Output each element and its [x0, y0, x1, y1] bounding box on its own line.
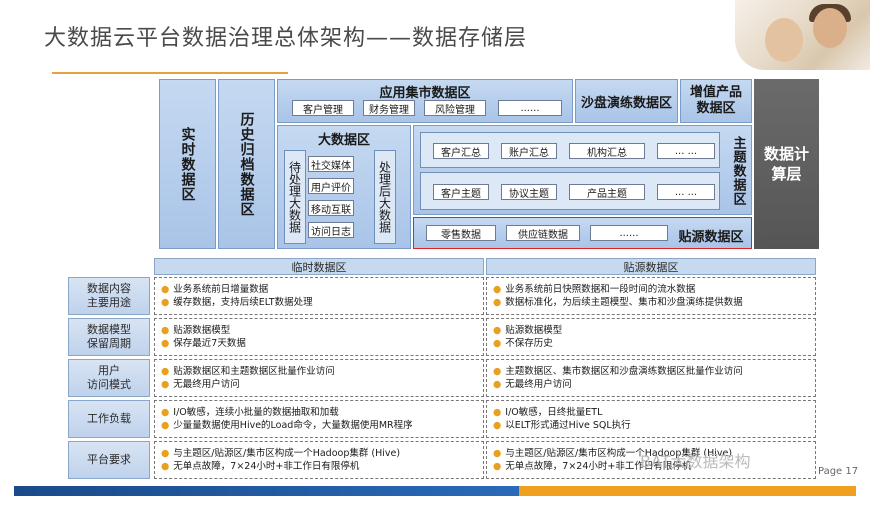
table-cell: ●I/O敏感，日终批量ETL ●以ELT形式通过Hive SQL执行 — [486, 400, 816, 438]
subject-zone-label: 主题数据区 — [730, 136, 746, 206]
subject-item: ... ... — [657, 143, 715, 159]
cell-line: 贴源数据模型 — [173, 325, 231, 336]
app-mart-item: ...... — [498, 100, 562, 116]
table-cell: ●主题数据区、集市数据区和沙盘演练数据区批量作业访问 ●无最终用户访问 — [486, 359, 816, 397]
app-mart-title: 应用集市数据区 — [379, 86, 471, 101]
app-mart-item: 风险管理 — [424, 100, 486, 116]
source-item: 零售数据 — [426, 225, 496, 241]
cell-line: 无单点故障，7×24小时+非工作日有限停机 — [505, 461, 692, 472]
cell-line: 与主题区/贴源区/集市区构成一个Hadoop集群 (Hive) — [505, 448, 733, 459]
table-cell: ●I/O敏感，连续小批量的数据抽取和加载 ●少量量数据使用Hive的Load命令… — [154, 400, 484, 438]
cell-line: I/O敏感，日终批量ETL — [505, 407, 603, 418]
bigdata-item: 移动互联 — [308, 200, 354, 216]
footer-bar — [14, 486, 856, 496]
subject-item: 机构汇总 — [569, 143, 645, 159]
title-underline — [52, 72, 288, 74]
table-cell: ●业务系统前日快照数据和一段时间的流水数据 ●数据标准化，为后续主题模型、集市和… — [486, 277, 816, 315]
col-header-source: 贴源数据区 — [486, 258, 816, 275]
compute-layer: 数据计算层 — [754, 79, 819, 249]
subject-item: 客户主题 — [433, 184, 489, 200]
page-number: Page 17 — [818, 466, 859, 477]
col-header-temp: 临时数据区 — [154, 258, 484, 275]
page-title: 大数据云平台数据治理总体架构——数据存储层 — [44, 26, 528, 51]
table-cell: ●与主题区/贴源区/集市区构成一个Hadoop集群 (Hive) ●无单点故障，… — [154, 441, 484, 479]
source-zone: 零售数据 供应链数据 ...... 贴源数据区 — [413, 217, 752, 249]
cell-line: 缓存数据，支持后续ELT数据处理 — [173, 297, 313, 308]
cell-line: 无最终用户访问 — [173, 379, 240, 390]
subject-zone: 客户汇总 账户汇总 机构汇总 ... ... 客户主题 协议主题 产品主题 ..… — [413, 125, 752, 215]
cell-line: 业务系统前日增量数据 — [173, 284, 269, 295]
table-cell: ●贴源数据区和主题数据区批量作业访问 ●无最终用户访问 — [154, 359, 484, 397]
cell-line: 数据标准化，为后续主题模型、集市和沙盘演练提供数据 — [505, 297, 743, 308]
table-cell: ●贴源数据模型 ●保存最近7天数据 — [154, 318, 484, 356]
subject-item: 产品主题 — [569, 184, 645, 200]
cell-line: 主题数据区、集市数据区和沙盘演练数据区批量作业访问 — [505, 366, 743, 377]
cell-line: 无单点故障，7×24小时+非工作日有限停机 — [173, 461, 360, 472]
subject-item: ... ... — [657, 184, 715, 200]
history-archive-zone: 历史归档数据区 — [218, 79, 275, 249]
cell-line: 不保存历史 — [505, 338, 553, 349]
header-photo — [735, 0, 870, 70]
table-cell: ●业务系统前日增量数据 ●缓存数据，支持后续ELT数据处理 — [154, 277, 484, 315]
bigdata-item: 用户评价 — [308, 178, 354, 194]
subject-item: 协议主题 — [501, 184, 557, 200]
app-mart-item: 财务管理 — [363, 100, 415, 116]
cell-line: 贴源数据模型 — [505, 325, 563, 336]
bigdata-item: 社交媒体 — [308, 156, 354, 172]
realtime-zone: 实时数据区 — [159, 79, 216, 249]
cell-line: 与主题区/贴源区/集市区构成一个Hadoop集群 (Hive) — [173, 448, 401, 459]
cell-line: I/O敏感，连续小批量的数据抽取和加载 — [173, 407, 339, 418]
cell-line: 保存最近7天数据 — [173, 338, 246, 349]
subject-theme-row: 客户主题 协议主题 产品主题 ... ... — [420, 172, 720, 210]
source-item: ...... — [590, 225, 668, 241]
cell-line: 无最终用户访问 — [505, 379, 572, 390]
row-label: 数据模型 保留周期 — [68, 318, 150, 356]
cell-line: 业务系统前日快照数据和一段时间的流水数据 — [505, 284, 696, 295]
row-label: 平台要求 — [68, 441, 150, 479]
bigdata-title: 大数据区 — [317, 133, 370, 148]
cell-line: 少量量数据使用Hive的Load命令，大量数据使用MR程序 — [173, 420, 413, 431]
pending-bigdata: 待处理大数据 — [284, 150, 306, 244]
watermark: BAT大数据架构 — [640, 452, 751, 471]
row-label: 用户 访问模式 — [68, 359, 150, 397]
row-label: 数据内容 主要用途 — [68, 277, 150, 315]
bigdata-zone: 大数据区 待处理大数据 社交媒体 用户评价 移动互联 访问日志 处理后大数据 — [277, 125, 411, 249]
value-added-zone: 增值产品数据区 — [680, 79, 752, 123]
subject-item: 客户汇总 — [433, 143, 489, 159]
row-label: 工作负载 — [68, 400, 150, 438]
sandbox-zone: 沙盘演练数据区 — [575, 79, 678, 123]
processed-bigdata: 处理后大数据 — [374, 150, 396, 244]
source-zone-label: 贴源数据区 — [678, 230, 744, 245]
cell-line: 贴源数据区和主题数据区批量作业访问 — [173, 366, 335, 377]
table-cell: ●贴源数据模型 ●不保存历史 — [486, 318, 816, 356]
subject-item: 账户汇总 — [501, 143, 557, 159]
subject-summary-row: 客户汇总 账户汇总 机构汇总 ... ... — [420, 132, 720, 168]
source-item: 供应链数据 — [506, 225, 580, 241]
table-cell: ●与主题区/贴源区/集市区构成一个Hadoop集群 (Hive) ●无单点故障，… — [486, 441, 816, 479]
cell-line: 以ELT形式通过Hive SQL执行 — [505, 420, 631, 431]
app-mart-item: 客户管理 — [292, 100, 354, 116]
app-mart-zone: 应用集市数据区 客户管理 财务管理 风险管理 ...... — [277, 79, 573, 123]
bigdata-item: 访问日志 — [308, 222, 354, 238]
